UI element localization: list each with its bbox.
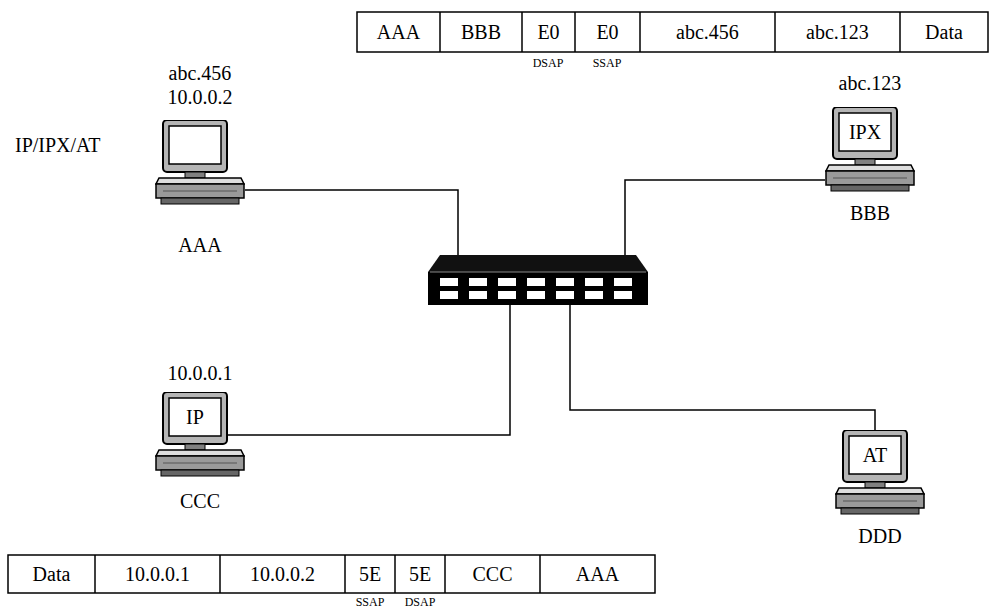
node-text: IPX	[849, 121, 881, 143]
frame-cell: Data	[900, 12, 988, 52]
computer-node: abc.123IPX BBB	[800, 72, 940, 232]
frame-cell: AAA	[540, 555, 655, 593]
frame-cell: Data	[8, 555, 95, 593]
computer-icon	[156, 392, 244, 476]
node-text: abc.123	[839, 72, 902, 94]
computer-icon	[156, 120, 244, 204]
node-text: AAA	[178, 234, 221, 256]
frame-cell: CCC	[445, 555, 540, 593]
node-text: 10.0.0.2	[168, 86, 233, 108]
computer-node: 10.0.0.1IP CCC	[130, 362, 270, 532]
frame-cell: E0	[522, 12, 575, 52]
node-text: AT	[863, 444, 887, 466]
node-text: BBB	[850, 202, 890, 224]
field-label: SSAP	[593, 56, 622, 70]
frame-cell: abc.456	[640, 12, 775, 52]
frame-table	[357, 12, 988, 52]
computer-node: AT DDD	[810, 405, 950, 555]
field-label: SSAP	[356, 595, 385, 609]
frame-cell: 10.0.0.2	[220, 555, 345, 593]
network-wire	[227, 180, 875, 435]
field-label: DSAP	[533, 56, 564, 70]
frame-cell: BBB	[440, 12, 522, 52]
field-label: DSAP	[405, 595, 436, 609]
node-text: IP	[186, 406, 204, 428]
node-text: 10.0.0.1	[168, 362, 233, 384]
frame-cell: 5E	[395, 555, 445, 593]
computer-icon	[836, 430, 924, 514]
node-text: DDD	[858, 525, 901, 547]
node-text: CCC	[180, 490, 220, 512]
hub-symbol	[428, 255, 648, 305]
frame-cell: E0	[575, 12, 640, 52]
computer-icon	[826, 107, 914, 191]
computer-node: abc.45610.0.0.2IP/IPX/AT AAA	[15, 62, 255, 262]
frame-cell: abc.123	[775, 12, 900, 52]
frame-table	[8, 555, 655, 593]
node-text: abc.456	[169, 62, 232, 84]
frame-cell: AAA	[357, 12, 440, 52]
frame-cell: 5E	[345, 555, 395, 593]
frame-cell: 10.0.0.1	[95, 555, 220, 593]
node-text: IP/IPX/AT	[15, 134, 101, 156]
